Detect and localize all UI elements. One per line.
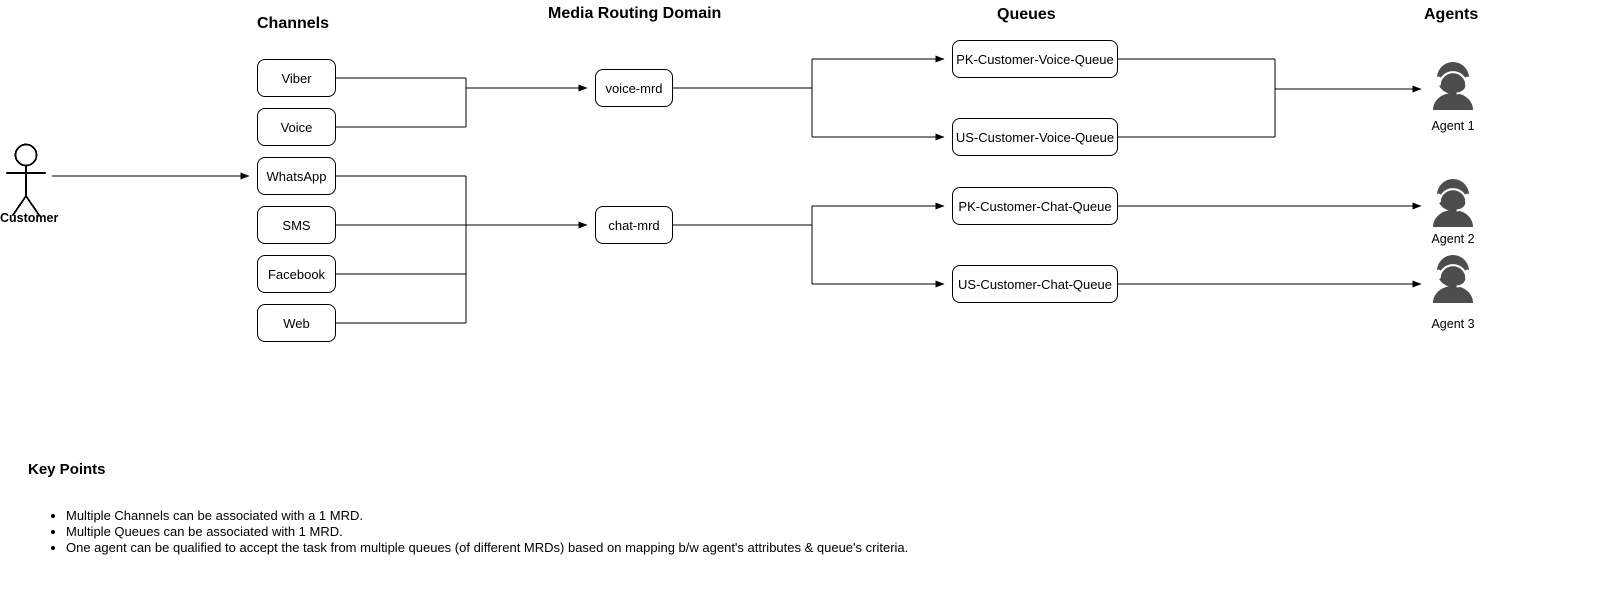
agent-headset-icon xyxy=(1429,177,1477,229)
agent-label-3: Agent 3 xyxy=(1431,317,1475,331)
column-header-mrd: Media Routing Domain xyxy=(548,5,722,22)
agent-label-1: Agent 1 xyxy=(1431,119,1475,133)
queue-label: PK-Customer-Chat-Queue xyxy=(958,198,1112,214)
mrd-box-voice-mrd[interactable]: voice-mrd xyxy=(595,69,673,107)
queue-box-us-customer-voice-queue[interactable]: US-Customer-Voice-Queue xyxy=(952,118,1118,156)
channel-label: SMS xyxy=(282,217,311,233)
channel-box-web[interactable]: Web xyxy=(257,304,336,342)
column-header-channels: Channels xyxy=(257,15,330,32)
channel-box-sms[interactable]: SMS xyxy=(257,206,336,244)
key-point-item: Multiple Queues can be associated with 1… xyxy=(66,524,908,540)
mrd-label: chat-mrd xyxy=(608,217,660,233)
channel-box-facebook[interactable]: Facebook xyxy=(257,255,336,293)
queue-label: PK-Customer-Voice-Queue xyxy=(956,51,1114,67)
channel-label: Web xyxy=(283,315,310,331)
agent-headset-icon xyxy=(1429,60,1477,112)
channel-box-whatsapp[interactable]: WhatsApp xyxy=(257,157,336,195)
channel-box-viber[interactable]: Viber xyxy=(257,59,336,97)
mrd-label: voice-mrd xyxy=(605,80,663,96)
key-points-list: Multiple Channels can be associated with… xyxy=(44,508,908,557)
key-point-item: Multiple Channels can be associated with… xyxy=(66,508,908,524)
key-point-item: One agent can be qualified to accept the… xyxy=(66,540,908,556)
agent-headset-icon xyxy=(1429,253,1477,305)
column-header-queues: Queues xyxy=(997,6,1056,23)
mrd-box-chat-mrd[interactable]: chat-mrd xyxy=(595,206,673,244)
queue-label: US-Customer-Chat-Queue xyxy=(958,276,1112,292)
channel-label: Viber xyxy=(281,70,312,86)
queue-label: US-Customer-Voice-Queue xyxy=(955,129,1115,145)
queue-box-us-customer-chat-queue[interactable]: US-Customer-Chat-Queue xyxy=(952,265,1118,303)
channel-label: Facebook xyxy=(267,266,326,282)
channel-label: WhatsApp xyxy=(266,168,327,184)
channel-label: Voice xyxy=(280,119,313,135)
column-header-agents: Agents xyxy=(1424,6,1479,23)
channel-box-voice[interactable]: Voice xyxy=(257,108,336,146)
key-points-title: Key Points xyxy=(28,461,106,478)
actor-label-customer: Customer xyxy=(0,211,59,225)
agent-label-2: Agent 2 xyxy=(1431,232,1475,246)
queue-box-pk-customer-voice-queue[interactable]: PK-Customer-Voice-Queue xyxy=(952,40,1118,78)
queue-box-pk-customer-chat-queue[interactable]: PK-Customer-Chat-Queue xyxy=(952,187,1118,225)
